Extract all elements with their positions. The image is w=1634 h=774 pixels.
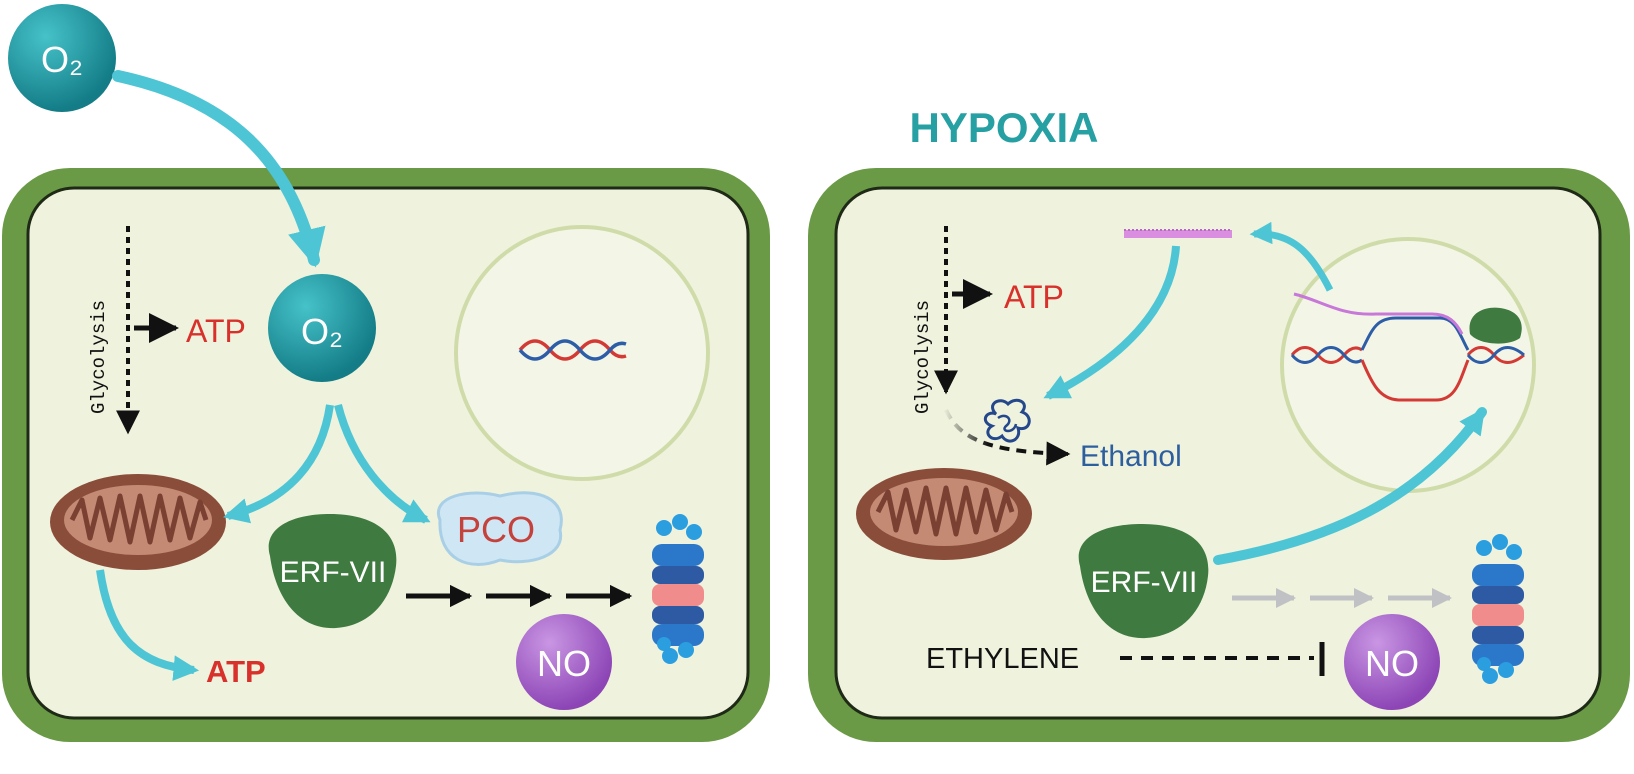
normoxia-cell: O₂ O₂ Glycolysis ATP ATP PCO — [2, 4, 770, 742]
hypoxia-title: HYPOXIA — [909, 104, 1098, 151]
hypoxia-cell: HYPOXIA — [808, 104, 1630, 742]
right-transcription-icon — [1290, 292, 1525, 402]
nucleus-export-arrow — [1249, 221, 1334, 292]
ethanol-label: Ethanol — [1080, 440, 1182, 473]
o2-entry-arrow — [112, 70, 326, 268]
pco-label: PCO — [457, 509, 535, 550]
left-erf-label: ERF-VII — [280, 556, 387, 589]
o2-to-mito-arrow — [223, 404, 334, 524]
right-no-molecule: NO — [1344, 614, 1440, 710]
left-atp-label: ATP — [186, 313, 246, 349]
o2-inside-label: O₂ — [301, 311, 343, 352]
protein-icon — [983, 398, 1031, 443]
right-proteasome-icon — [1472, 534, 1524, 684]
o2-to-pco-arrow — [334, 404, 431, 524]
right-atp-label: ATP — [1004, 279, 1064, 315]
right-glycolysis-label: Glycolysis — [912, 300, 934, 414]
rna-polymerase-icon — [1469, 307, 1522, 344]
mrna-strand-icon — [1124, 229, 1232, 238]
left-mitochondrion-icon — [50, 474, 226, 570]
o2-outside-label: O₂ — [41, 39, 83, 80]
pco-enzyme: PCO — [436, 491, 563, 566]
left-proteasome-icon — [652, 514, 704, 664]
o2-molecule-outside: O₂ — [8, 4, 116, 112]
mito-atp-label: ATP — [206, 654, 266, 689]
left-erf-vii: ERF-VII — [268, 514, 397, 629]
right-no-label: NO — [1365, 643, 1419, 684]
right-erf-label: ERF-VII — [1091, 566, 1198, 599]
left-no-label: NO — [537, 643, 591, 684]
o2-molecule-inside: O₂ — [268, 274, 376, 382]
right-mitochondrion-icon — [856, 468, 1032, 560]
left-glycolysis-label: Glycolysis — [88, 300, 110, 414]
translation-arrow — [1043, 245, 1180, 400]
left-no-molecule: NO — [516, 614, 612, 710]
right-erf-vii: ERF-VII — [1078, 524, 1209, 639]
left-dna-icon — [518, 339, 627, 361]
mito-to-atp-arrow — [96, 569, 200, 681]
erf-to-nucleus-arrow — [1213, 407, 1487, 565]
ethylene-label: ETHYLENE — [926, 643, 1079, 675]
